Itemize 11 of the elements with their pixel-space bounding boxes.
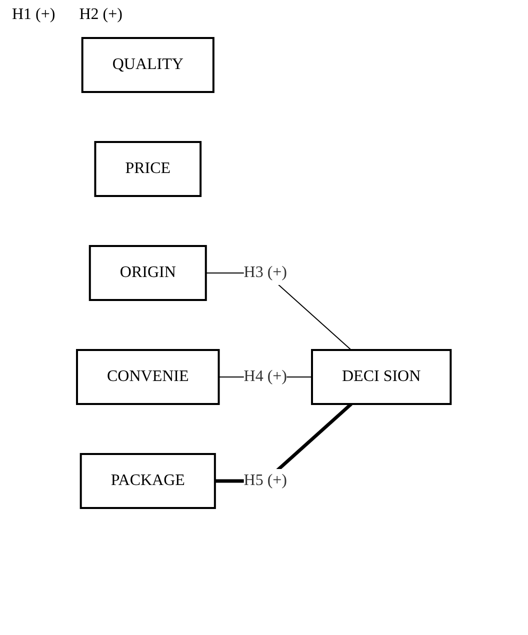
node-box: PRICE	[94, 141, 202, 197]
node-box: PACKAGE	[80, 453, 216, 509]
edge-label: H5 (+)	[244, 472, 288, 489]
hypothesis-label: H2 (+)	[79, 6, 122, 24]
node-box: ORIGIN	[89, 245, 208, 301]
node-box: DECI SION	[311, 349, 452, 405]
edge-label: H4 (+)	[244, 368, 288, 385]
node-box: CONVENIE	[76, 349, 220, 405]
hypothesis-label: H1 (+)	[12, 6, 56, 24]
edge-label: H3 (+)	[244, 264, 288, 281]
node-box: QUALITY	[82, 37, 215, 93]
